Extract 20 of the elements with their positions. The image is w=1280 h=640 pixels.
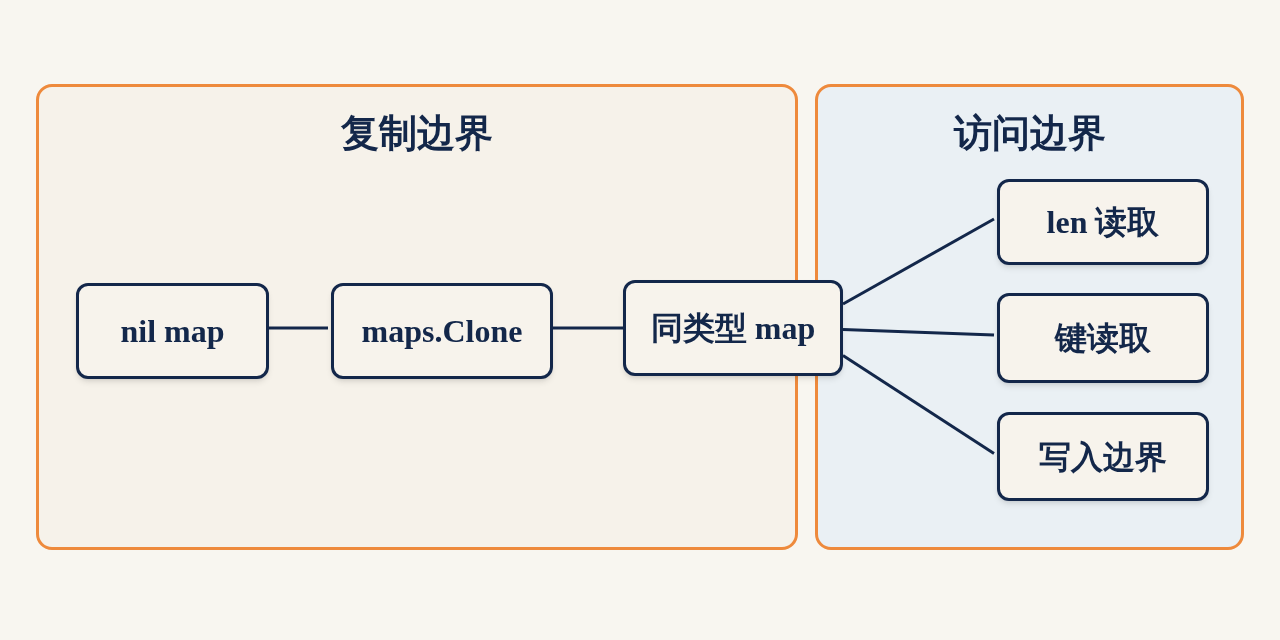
process-box	[997, 179, 1209, 265]
panel-title: 复制边界	[341, 110, 493, 157]
connector-line	[266, 326, 328, 330]
process-box	[997, 412, 1209, 501]
box-label: 键读取	[1055, 319, 1151, 358]
connector-line	[842, 354, 995, 455]
panel-title: 访问边界	[953, 110, 1106, 157]
box-label: 写入边界	[1039, 437, 1167, 477]
process-box	[623, 280, 843, 376]
connector-line	[842, 217, 995, 306]
box-label: 同类型 map	[650, 309, 816, 348]
process-box	[76, 283, 269, 379]
process-box	[997, 293, 1209, 383]
connector-line	[550, 326, 623, 330]
group-panel	[815, 84, 1244, 550]
box-label: nil map	[120, 312, 225, 351]
connector-line	[842, 328, 995, 337]
box-label: maps.Clone	[361, 312, 523, 351]
process-box	[331, 283, 553, 379]
box-label: len 读取	[1046, 203, 1160, 242]
